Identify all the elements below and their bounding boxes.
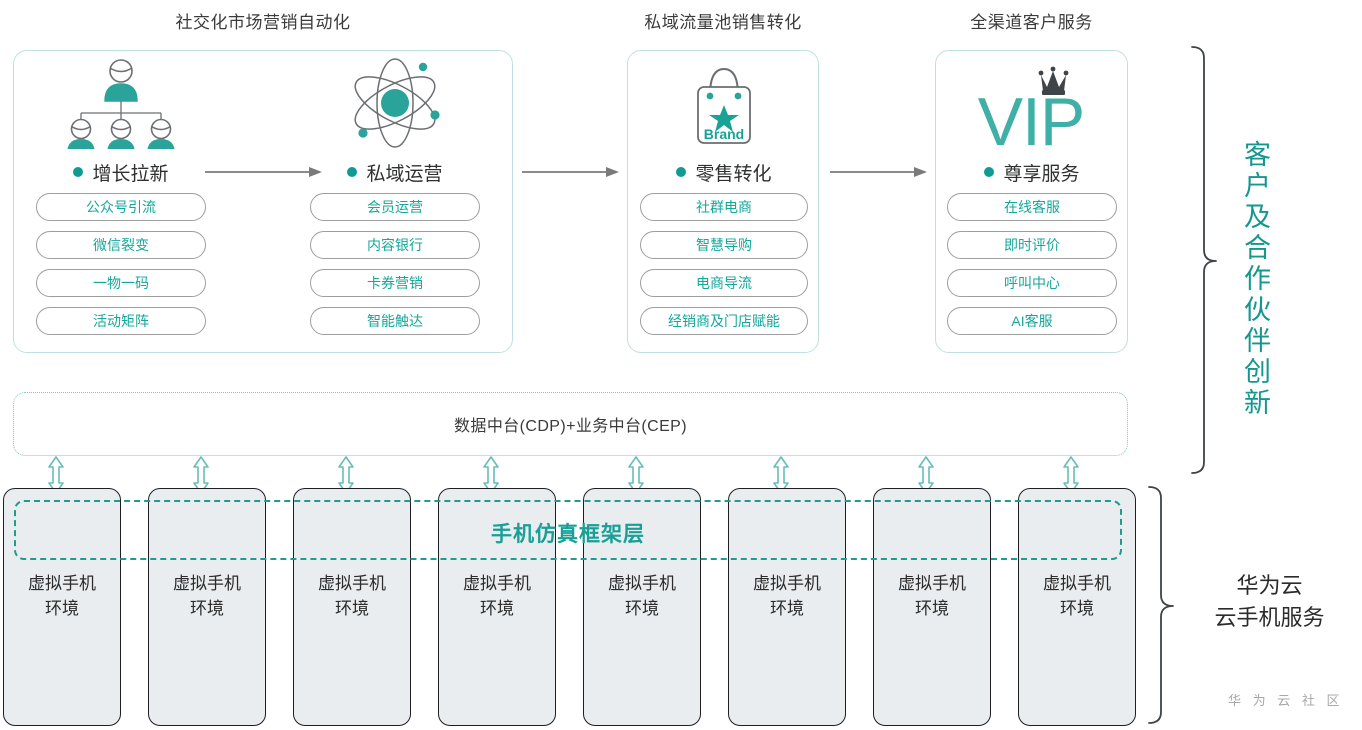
- pill-item[interactable]: 微信裂变: [36, 231, 206, 259]
- column-growth: 增长拉新 公众号引流 微信裂变 一物一码 活动矩阵: [26, 51, 216, 345]
- phone-label-line1: 虚拟手机: [318, 574, 386, 593]
- right-label-huaweicloud: 华为云 云手机服务: [1182, 570, 1357, 634]
- flow-arrow-card1-card2: [522, 165, 620, 177]
- connector-arrows: [0, 455, 1140, 495]
- brand-bag-icon: Brand: [629, 51, 819, 149]
- right-label-innovation: 客户及合作伙伴创新: [1240, 140, 1270, 419]
- vip-text: VIP: [978, 84, 1085, 149]
- section-title-retail: 私域流量池销售转化: [644, 13, 802, 32]
- right-label-line1: 华为云: [1236, 573, 1303, 598]
- phone-label-line1: 虚拟手机: [173, 574, 241, 593]
- flow-arrow-inner: [205, 165, 323, 177]
- phone-card-label: 虚拟手机 环境: [294, 571, 410, 621]
- phone-card-label: 虚拟手机 环境: [874, 571, 990, 621]
- bullet-dot-icon: [984, 167, 995, 177]
- emulation-framework-label: 手机仿真框架层: [491, 523, 645, 546]
- column-label: 增长拉新: [92, 163, 169, 185]
- phone-label-line2: 环境: [770, 599, 804, 618]
- atom-icon: [300, 51, 490, 149]
- pill-item[interactable]: 经销商及门店赋能: [640, 307, 808, 335]
- bullet-dot-icon: [347, 167, 358, 177]
- phone-label-line2: 环境: [1060, 599, 1094, 618]
- pill-item[interactable]: AI客服: [947, 307, 1117, 335]
- vip-crown-icon: VIP: [937, 51, 1127, 149]
- phone-card-label: 虚拟手机 环境: [149, 571, 265, 621]
- right-brace-top: [1186, 45, 1228, 475]
- phone-card-label: 虚拟手机 环境: [4, 571, 120, 621]
- pill-item[interactable]: 一物一码: [36, 269, 206, 297]
- phone-card[interactable]: 虚拟手机 环境: [1018, 488, 1136, 726]
- phone-card-label: 虚拟手机 环境: [584, 571, 700, 621]
- phone-card-label: 虚拟手机 环境: [729, 571, 845, 621]
- flow-arrow-card2-card3: [830, 165, 928, 177]
- phone-label-line1: 虚拟手机: [898, 574, 966, 593]
- column-retail: Brand 零售转化 社群电商 智慧导购 电商导流 经销商及门店赋能: [629, 51, 819, 345]
- pill-list-growth: 公众号引流 微信裂变 一物一码 活动矩阵: [26, 193, 216, 335]
- column-label: 尊享服务: [1003, 163, 1080, 185]
- phone-card[interactable]: 虚拟手机 环境: [728, 488, 846, 726]
- phone-label-line2: 环境: [915, 599, 949, 618]
- right-brace-bottom: [1143, 485, 1185, 725]
- brand-bag-text: Brand: [704, 126, 744, 142]
- pill-list-private-domain: 会员运营 内容银行 卡券营销 智能触达: [300, 193, 490, 335]
- phone-card-label: 虚拟手机 环境: [439, 571, 555, 621]
- card-marketing[interactable]: 增长拉新 公众号引流 微信裂变 一物一码 活动矩阵: [13, 50, 513, 353]
- card-service[interactable]: VIP 尊享服务 在线客服 即时评价 呼叫中心 AI客服: [935, 50, 1128, 353]
- pill-item[interactable]: 智能触达: [310, 307, 480, 335]
- pill-item[interactable]: 社群电商: [640, 193, 808, 221]
- column-label: 零售转化: [695, 163, 772, 185]
- pill-item[interactable]: 电商导流: [640, 269, 808, 297]
- bullet-dot-icon: [676, 167, 687, 177]
- pill-item[interactable]: 智慧导购: [640, 231, 808, 259]
- phone-label-line1: 虚拟手机: [608, 574, 676, 593]
- column-private-domain: 私域运营 会员运营 内容银行 卡券营销 智能触达: [300, 51, 490, 345]
- phone-label-line2: 环境: [335, 599, 369, 618]
- phone-card[interactable]: 虚拟手机 环境: [438, 488, 556, 726]
- pill-item[interactable]: 内容银行: [310, 231, 480, 259]
- pill-list-retail: 社群电商 智慧导购 电商导流 经销商及门店赋能: [629, 193, 819, 335]
- phone-card[interactable]: 虚拟手机 环境: [583, 488, 701, 726]
- column-head-growth: 增长拉新: [26, 155, 216, 189]
- card-retail[interactable]: Brand 零售转化 社群电商 智慧导购 电商导流 经销商及门店赋能: [627, 50, 819, 353]
- data-platform-band[interactable]: 数据中台(CDP)+业务中台(CEP): [13, 392, 1128, 456]
- column-head-service: 尊享服务: [937, 155, 1127, 189]
- phone-label-line2: 环境: [190, 599, 224, 618]
- phone-label-line1: 虚拟手机: [753, 574, 821, 593]
- column-head-private-domain: 私域运营: [300, 155, 490, 189]
- phone-label-line1: 虚拟手机: [463, 574, 531, 593]
- phone-card-label: 虚拟手机 环境: [1019, 571, 1135, 621]
- bullet-dot-icon: [73, 167, 84, 177]
- phone-card[interactable]: 虚拟手机 环境: [148, 488, 266, 726]
- phone-card[interactable]: 虚拟手机 环境: [3, 488, 121, 726]
- section-title-marketing: 社交化市场营销自动化: [175, 13, 351, 32]
- column-head-retail: 零售转化: [629, 155, 819, 189]
- phone-label-line2: 环境: [625, 599, 659, 618]
- right-label-line2: 云手机服务: [1214, 605, 1325, 630]
- pill-list-service: 在线客服 即时评价 呼叫中心 AI客服: [937, 193, 1127, 335]
- phone-card[interactable]: 虚拟手机 环境: [293, 488, 411, 726]
- phone-label-line1: 虚拟手机: [1043, 574, 1111, 593]
- column-service: VIP 尊享服务 在线客服 即时评价 呼叫中心 AI客服: [937, 51, 1127, 345]
- pill-item[interactable]: 活动矩阵: [36, 307, 206, 335]
- phone-label-line1: 虚拟手机: [28, 574, 96, 593]
- org-people-icon: [26, 51, 216, 149]
- column-label: 私域运营: [366, 163, 443, 185]
- phone-label-line2: 环境: [45, 599, 79, 618]
- pill-item[interactable]: 在线客服: [947, 193, 1117, 221]
- pill-item[interactable]: 呼叫中心: [947, 269, 1117, 297]
- pill-item[interactable]: 即时评价: [947, 231, 1117, 259]
- pill-item[interactable]: 会员运营: [310, 193, 480, 221]
- phone-label-line2: 环境: [480, 599, 514, 618]
- section-title-service: 全渠道客户服务: [970, 13, 1093, 32]
- pill-item[interactable]: 卡券营销: [310, 269, 480, 297]
- watermark-label: 华 为 云 社 区: [1228, 693, 1344, 708]
- data-platform-label: 数据中台(CDP)+业务中台(CEP): [454, 418, 687, 435]
- pill-item[interactable]: 公众号引流: [36, 193, 206, 221]
